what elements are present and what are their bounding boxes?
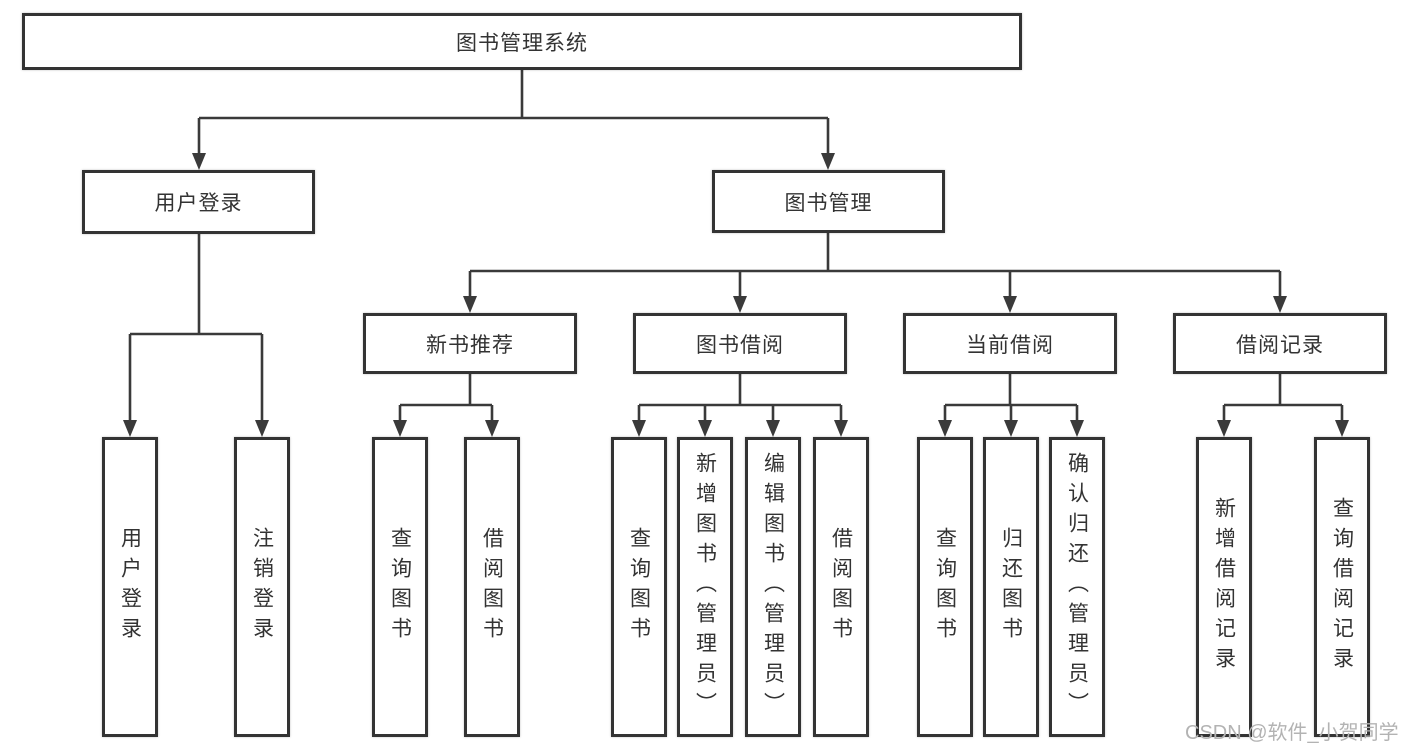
leaf-label: 编辑图书（管理员） bbox=[761, 452, 785, 722]
node-leaf-confirm-return-admin: 确认归还（管理员） bbox=[1049, 437, 1105, 737]
leaf-label: 查询图书 bbox=[388, 527, 412, 647]
node-leaf-borrow-books-1: 借阅图书 bbox=[464, 437, 520, 737]
leaf-label: 新增借阅记录 bbox=[1212, 497, 1236, 677]
leaf-label: 借阅图书 bbox=[480, 527, 504, 647]
leaf-label: 查询借阅记录 bbox=[1330, 497, 1354, 677]
node-leaf-query-borrow-record: 查询借阅记录 bbox=[1314, 437, 1370, 737]
leaf-label: 用户登录 bbox=[118, 527, 142, 647]
node-book-borrowing: 图书借阅 bbox=[633, 313, 847, 374]
node-root-library-management-system: 图书管理系统 bbox=[22, 13, 1022, 70]
leaf-label: 归还图书 bbox=[999, 527, 1023, 647]
leaf-label: 查询图书 bbox=[627, 527, 651, 647]
node-current-borrowing: 当前借阅 bbox=[903, 313, 1117, 374]
node-leaf-add-borrow-record: 新增借阅记录 bbox=[1196, 437, 1252, 737]
node-leaf-query-books-2: 查询图书 bbox=[611, 437, 667, 737]
csdn-watermark: CSDN @软件_小贺同学 bbox=[1185, 722, 1399, 744]
node-leaf-query-books-1: 查询图书 bbox=[372, 437, 428, 737]
node-leaf-user-login: 用户登录 bbox=[102, 437, 158, 737]
node-leaf-return-books: 归还图书 bbox=[983, 437, 1039, 737]
node-leaf-query-books-3: 查询图书 bbox=[917, 437, 973, 737]
leaf-label: 新增图书（管理员） bbox=[693, 452, 717, 722]
node-user-login: 用户登录 bbox=[82, 170, 315, 234]
node-leaf-edit-books-admin: 编辑图书（管理员） bbox=[745, 437, 801, 737]
node-borrowing-records: 借阅记录 bbox=[1173, 313, 1387, 374]
leaf-label: 注销登录 bbox=[250, 527, 274, 647]
leaf-label: 确认归还（管理员） bbox=[1065, 452, 1089, 722]
node-leaf-borrow-books-2: 借阅图书 bbox=[813, 437, 869, 737]
leaf-label: 借阅图书 bbox=[829, 527, 853, 647]
leaf-label: 查询图书 bbox=[933, 527, 957, 647]
node-book-management: 图书管理 bbox=[712, 170, 945, 233]
node-leaf-logout: 注销登录 bbox=[234, 437, 290, 737]
node-leaf-add-books-admin: 新增图书（管理员） bbox=[677, 437, 733, 737]
node-new-book-recommend: 新书推荐 bbox=[363, 313, 577, 374]
